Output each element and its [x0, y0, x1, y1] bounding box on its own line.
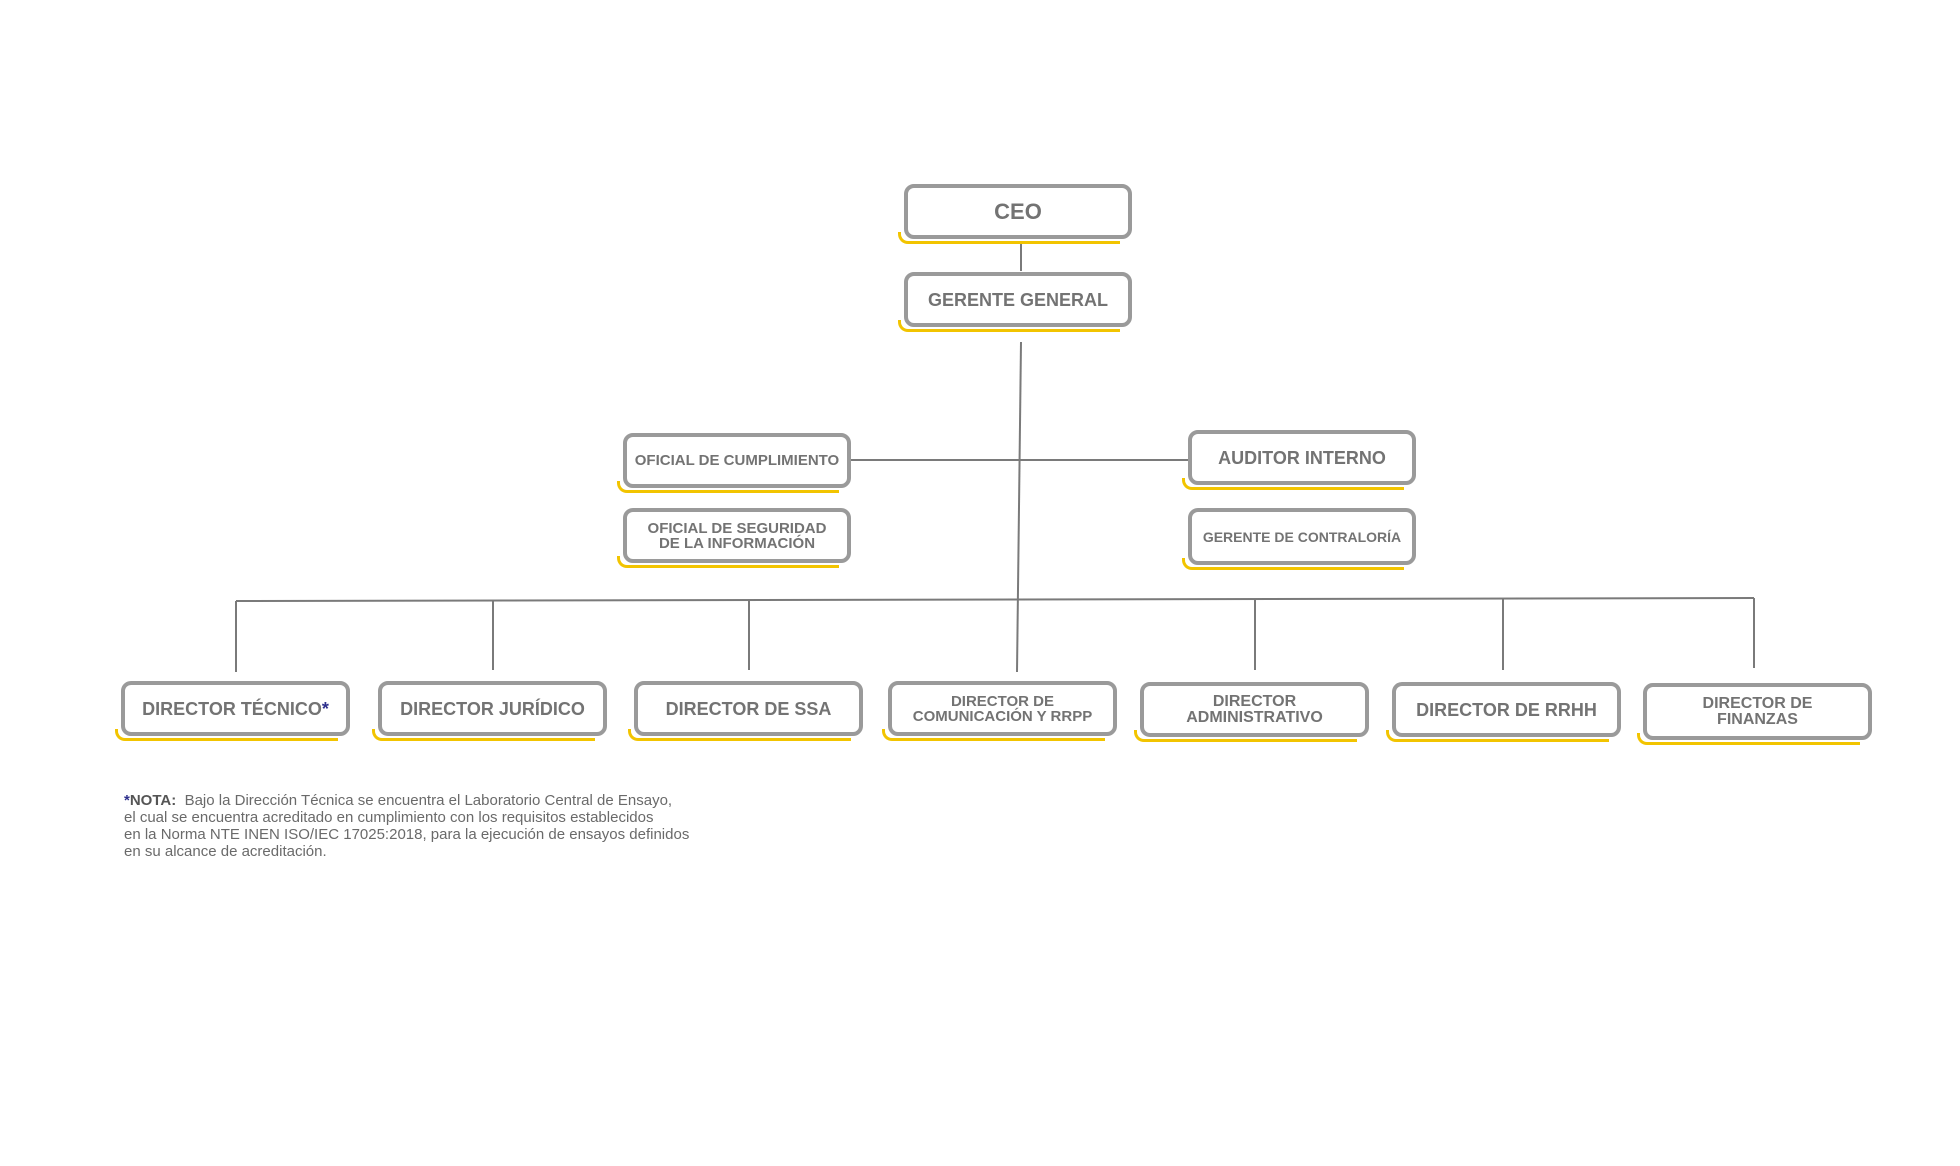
director-rrhh-label: DIRECTOR DE RRHH	[1416, 699, 1597, 720]
oficial-cumplimiento-box: OFICIAL DE CUMPLIMIENTO	[617, 433, 851, 493]
director-ssa-label: DIRECTOR DE SSA	[665, 698, 832, 719]
gerente-general-label: GERENTE GENERAL	[927, 289, 1109, 310]
gerente-contraloria-box: GERENTE DE CONTRALORÍA	[1182, 508, 1416, 570]
gerente-contraloria-label: GERENTE DE CONTRALORÍA	[1202, 528, 1402, 545]
connector-gerente-trunk	[1016, 341, 1022, 673]
oficial-seguridad-box: OFICIAL DE SEGURIDAD DE LA INFORMACIÓN	[617, 508, 851, 568]
director-juridico-label: DIRECTOR JURÍDICO	[400, 698, 585, 719]
auditor-interno-label: AUDITOR INTERNO	[1218, 447, 1386, 468]
director-tecnico-label: DIRECTOR TÉCNICO*	[142, 698, 329, 719]
director-tecnico-box: DIRECTOR TÉCNICO*	[115, 681, 350, 741]
ceo-box: CEO	[898, 184, 1132, 244]
director-comunicacion-label: DIRECTOR DE COMUNICACIÓN Y RRPP	[912, 692, 1093, 725]
director-administrativo-label: DIRECTOR ADMINISTRATIVO	[1186, 692, 1323, 726]
director-rrhh-box: DIRECTOR DE RRHH	[1386, 682, 1621, 742]
director-comunicacion-box: DIRECTOR DE COMUNICACIÓN Y RRPP	[882, 681, 1117, 741]
footnote-asterisk: *	[124, 792, 130, 809]
director-juridico-box: DIRECTOR JURÍDICO	[372, 681, 607, 741]
gerente-general-box: GERENTE GENERAL	[898, 272, 1132, 332]
oficial-cumplimiento-label: OFICIAL DE CUMPLIMIENTO	[634, 452, 840, 469]
director-tecnico-asterisk: *	[321, 698, 329, 719]
director-finanzas-label: DIRECTOR DE FINANZAS	[1702, 694, 1813, 728]
director-administrativo-box: DIRECTOR ADMINISTRATIVO	[1134, 682, 1369, 742]
footnote: *NOTA: Bajo la Dirección Técnica se encu…	[124, 792, 724, 860]
footnote-line-2: el cual se encuentra acreditado en cumpl…	[124, 809, 654, 826]
oficial-seguridad-label: OFICIAL DE SEGURIDAD DE LA INFORMACIÓN	[647, 519, 827, 552]
director-ssa-box: DIRECTOR DE SSA	[628, 681, 863, 741]
footnote-line-1: Bajo la Dirección Técnica se encuentra e…	[184, 792, 673, 809]
connector-directors-bus	[235, 597, 1755, 602]
footnote-line-4: en su alcance de acreditación.	[124, 843, 327, 860]
auditor-interno-box: AUDITOR INTERNO	[1182, 430, 1416, 490]
ceo-label: CEO	[994, 198, 1042, 224]
footnote-line-3: en la Norma NTE INEN ISO/IEC 17025:2018,…	[124, 826, 690, 843]
director-finanzas-box: DIRECTOR DE FINANZAS	[1637, 683, 1872, 745]
footnote-lead: NOTA:	[129, 792, 177, 809]
